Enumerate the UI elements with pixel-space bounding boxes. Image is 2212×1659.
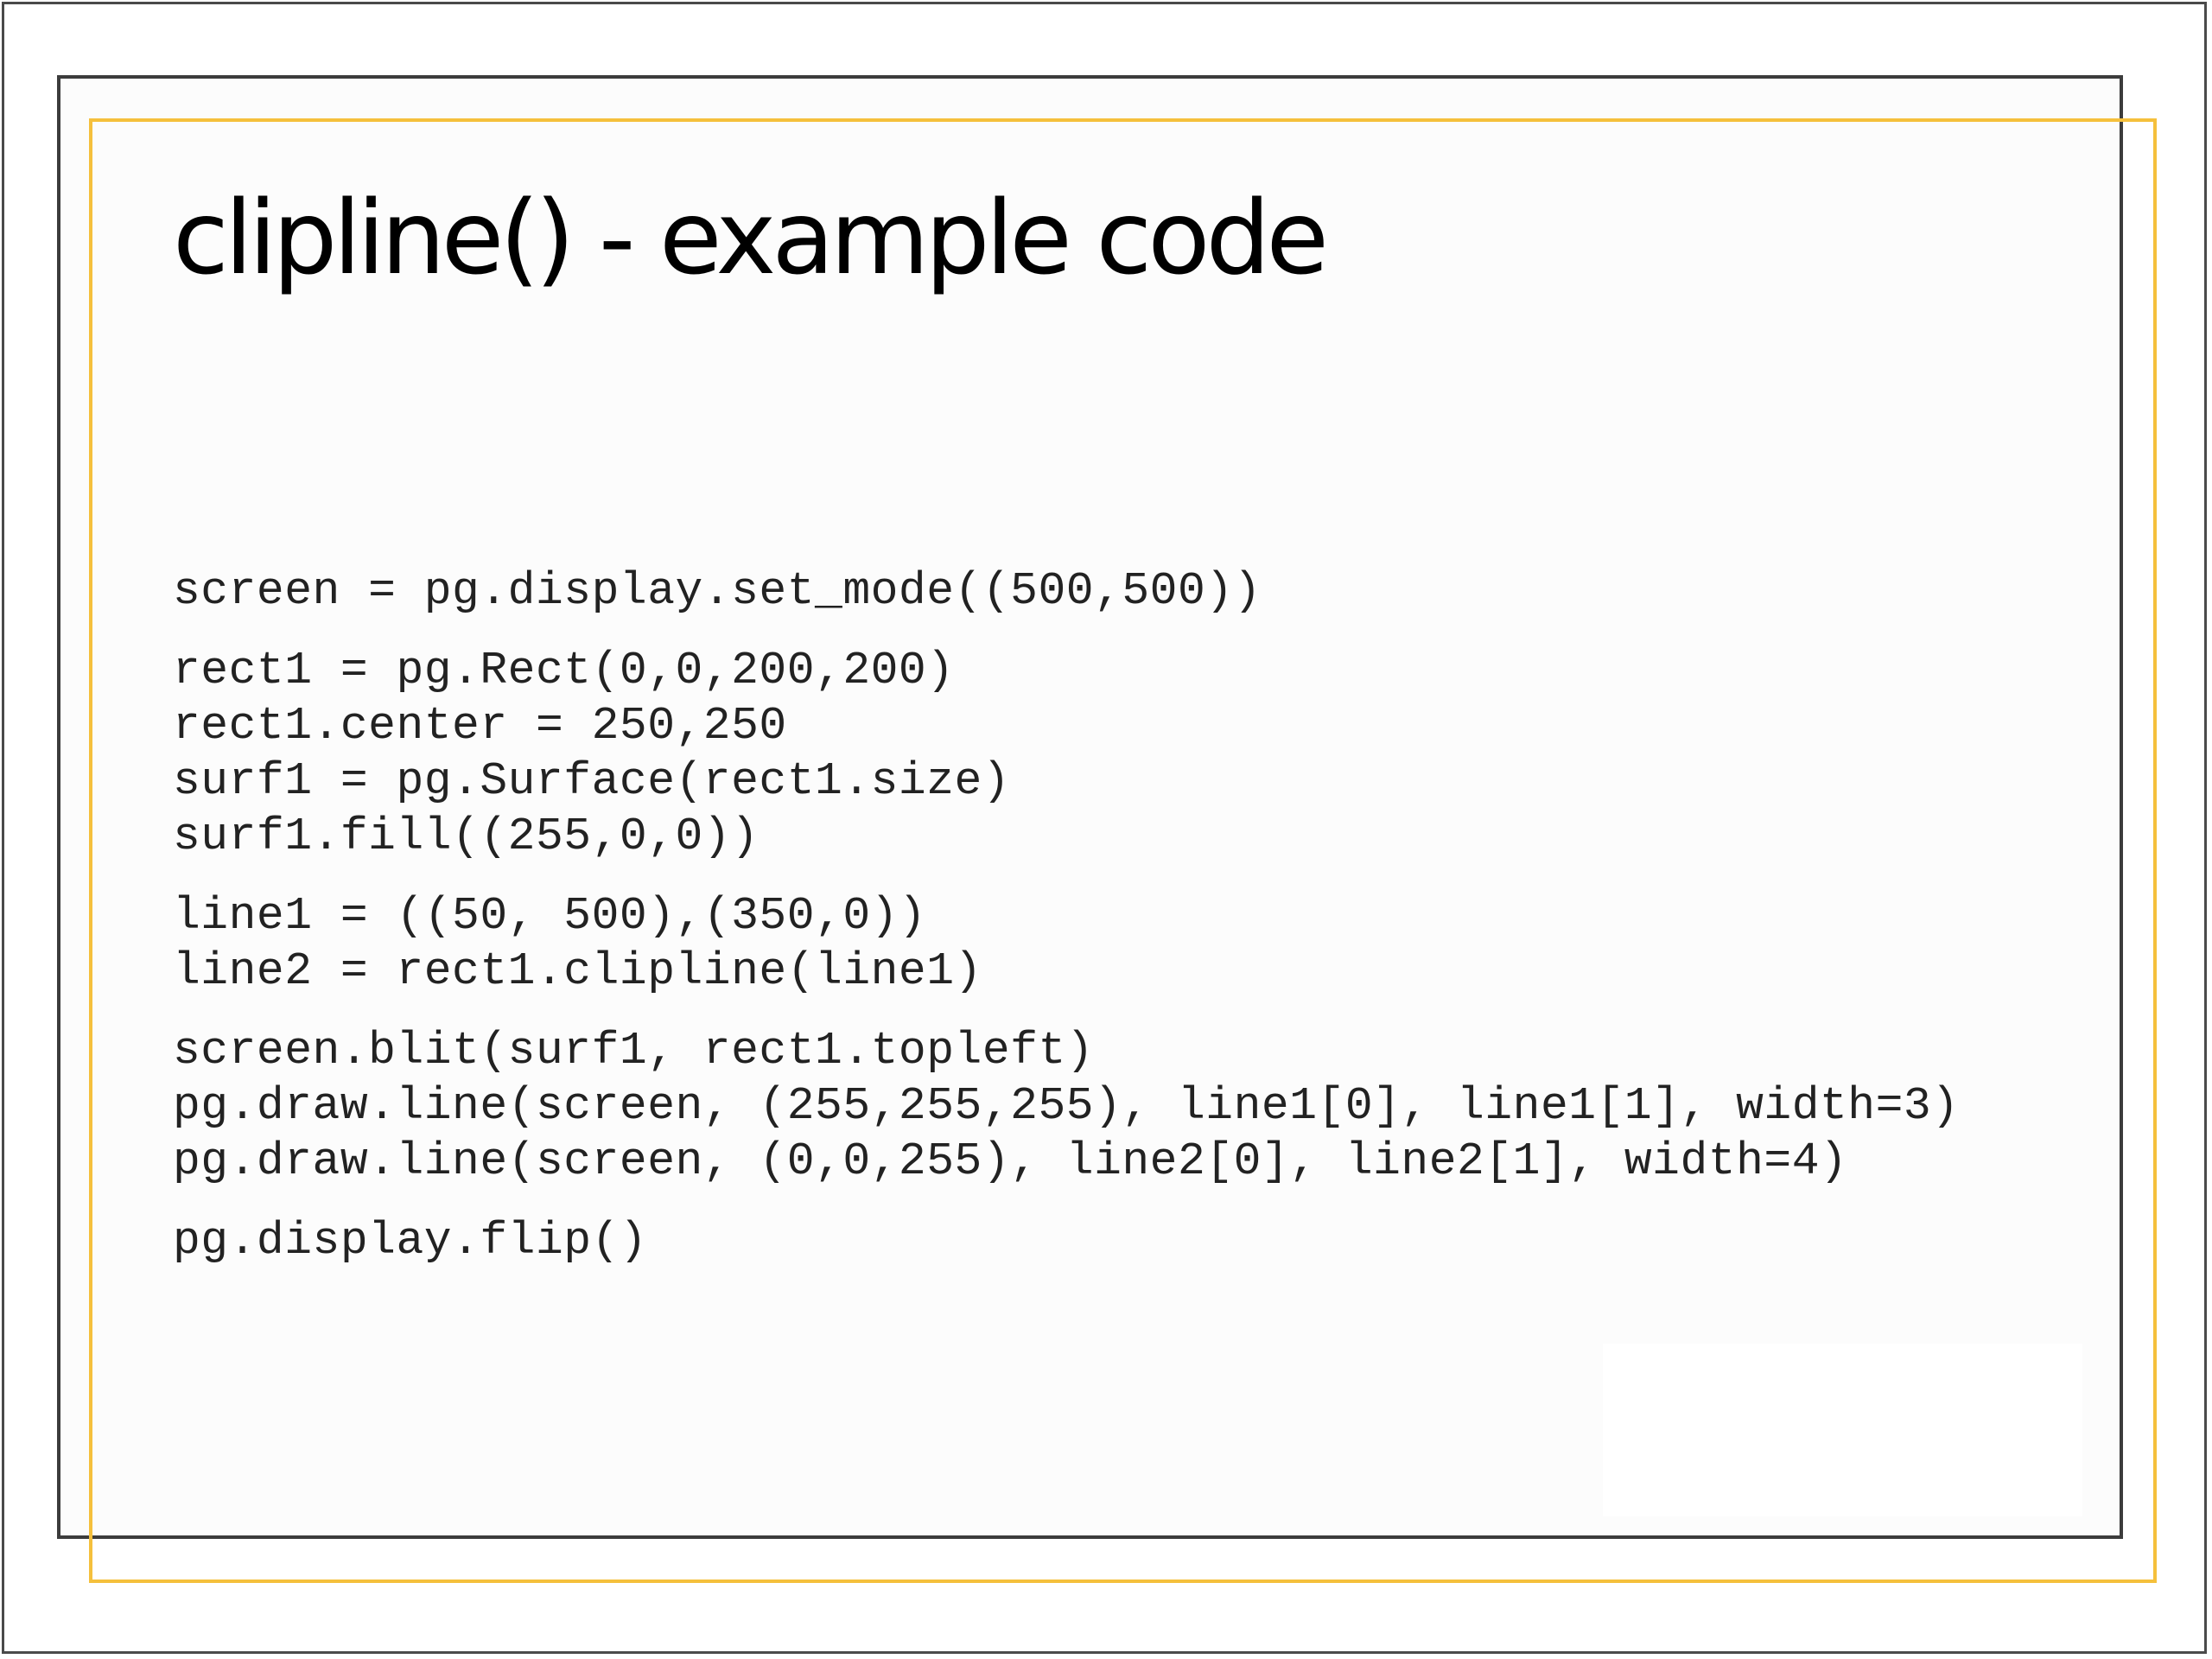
code-line: pg.draw.line(screen, (0,0,255), line2[0]… — [173, 1135, 1848, 1187]
code-line: pg.display.flip() — [173, 1215, 648, 1267]
code-group-lines: line1 = ((50, 500),(350,0)) line2 = rect… — [173, 888, 2074, 999]
code-line: rect1 = pg.Rect(0,0,200,200) — [173, 645, 955, 696]
code-line: pg.draw.line(screen, (255,255,255), line… — [173, 1080, 1960, 1132]
code-group-flip: pg.display.flip() — [173, 1213, 2074, 1268]
code-group-rect: rect1 = pg.Rect(0,0,200,200) rect1.cente… — [173, 643, 2074, 864]
code-line: screen.blit(surf1, rect1.topleft) — [173, 1025, 1095, 1077]
code-line: screen = pg.display.set_mode((500,500)) — [173, 565, 1262, 617]
code-line: surf1 = pg.Surface(rect1.size) — [173, 755, 1011, 807]
code-group-draw: screen.blit(surf1, rect1.topleft) pg.dra… — [173, 1023, 2074, 1189]
code-line: surf1.fill((255,0,0)) — [173, 810, 760, 862]
code-block: screen = pg.display.set_mode((500,500)) … — [173, 563, 2074, 1293]
code-line: rect1.center = 250,250 — [173, 700, 787, 752]
blank-area — [1603, 1344, 2082, 1516]
code-line: line1 = ((50, 500),(350,0)) — [173, 890, 927, 942]
slide-title: clipline() - example code — [173, 178, 1329, 297]
code-group-display: screen = pg.display.set_mode((500,500)) — [173, 563, 2074, 619]
code-line: line2 = rect1.clipline(line1) — [173, 945, 982, 997]
slide — [57, 75, 2123, 1539]
